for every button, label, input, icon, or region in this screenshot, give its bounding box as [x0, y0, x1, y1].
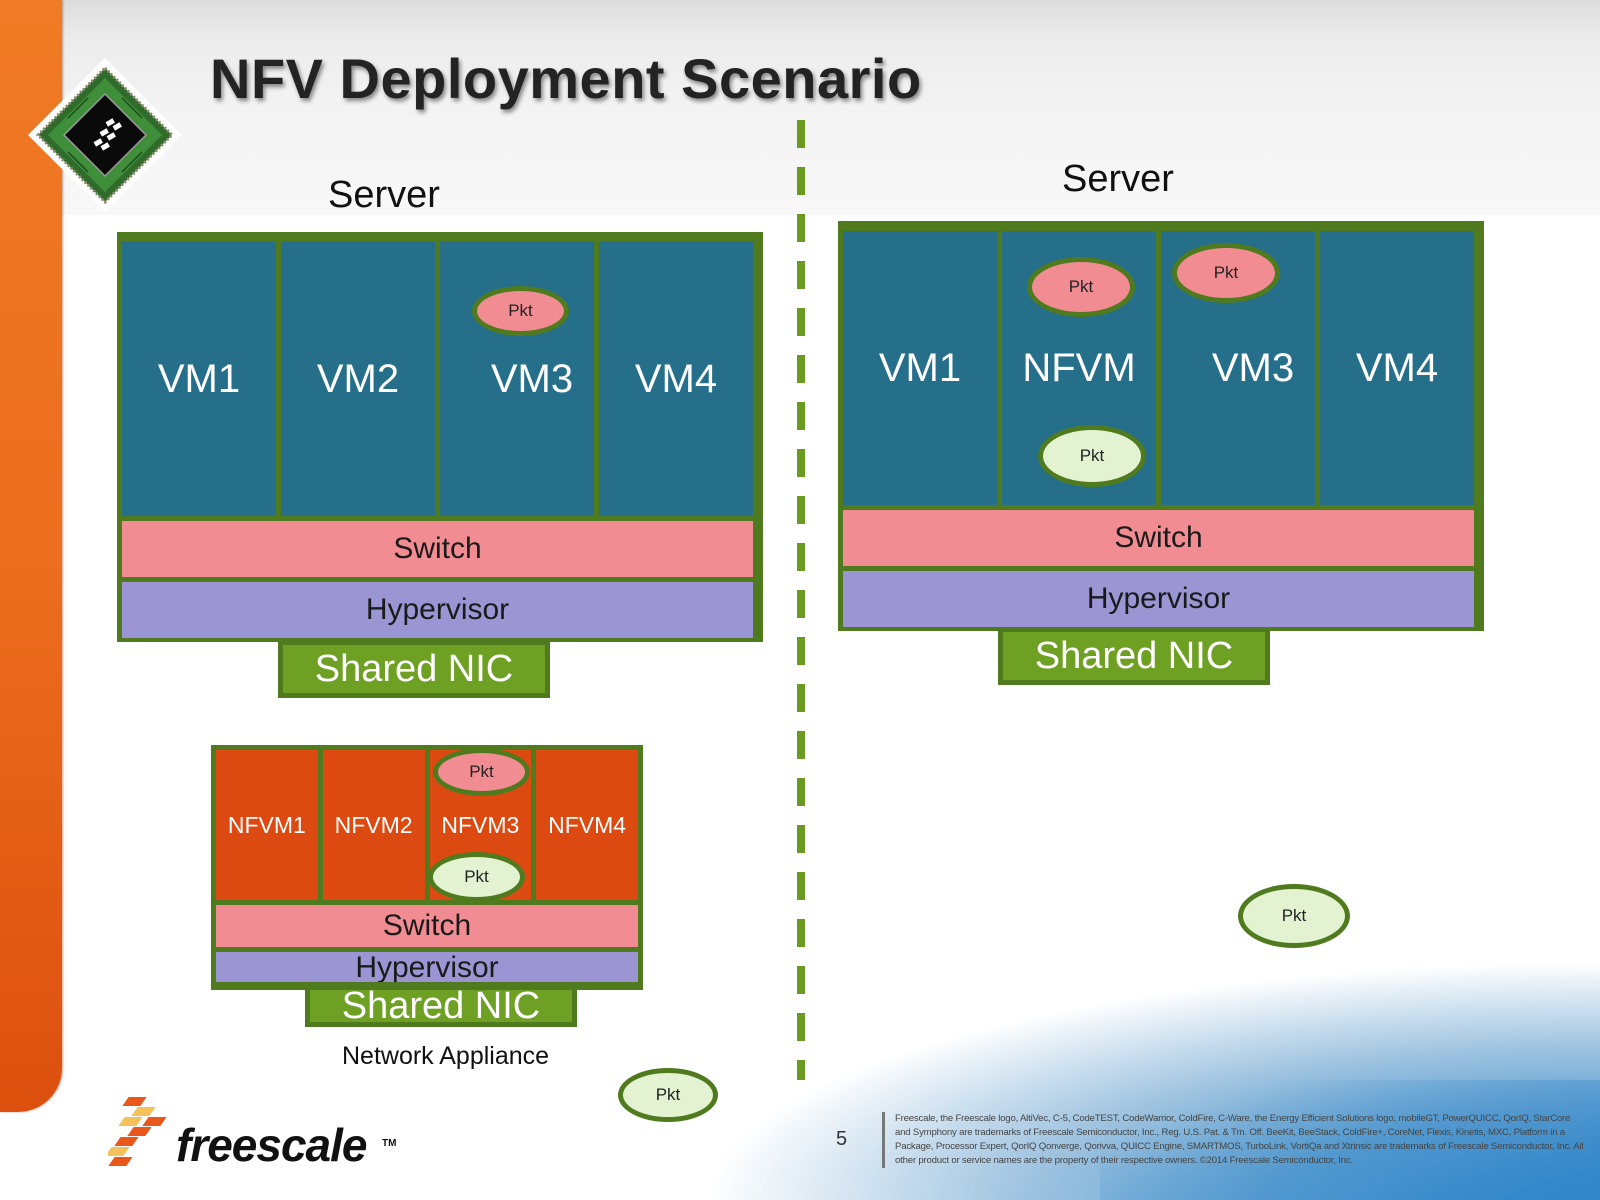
trademark-symbol: TM: [382, 1138, 397, 1149]
slide-title: NFV Deployment Scenario: [210, 47, 922, 110]
left-vm3-packet: Pkt: [472, 286, 569, 336]
vm-label: VM2: [316, 356, 400, 401]
dashed-divider: [797, 120, 805, 1080]
orange-side-bar: [0, 0, 62, 1112]
left-hypervisor: Hypervisor: [122, 582, 753, 638]
freescale-logo-icon: [108, 1097, 167, 1166]
right-server: VM1 NFVM VM3 VM4 Switch Hypervisor: [838, 221, 1484, 631]
page-number: 5: [836, 1128, 848, 1150]
vm-label: VM3: [490, 356, 574, 401]
vm-label: NFVM2: [334, 811, 413, 838]
vm-label: VM1: [878, 345, 962, 390]
left-vm-row: VM1 VM2 VM3 VM4: [122, 242, 753, 516]
freescale-wordmark: freescale: [176, 1119, 367, 1171]
left-vm-3: VM3: [440, 242, 594, 516]
appliance-nfvm3-packet-bottom: Pkt: [428, 852, 525, 902]
right-vm-row: VM1 NFVM VM3 VM4: [843, 231, 1474, 505]
right-outside-packet: Pkt: [1238, 884, 1350, 948]
right-vm3-packet: Pkt: [1172, 243, 1280, 303]
right-vm-4: VM4: [1320, 231, 1474, 505]
appliance-nfvm3-packet-top: Pkt: [433, 748, 530, 796]
header-band: [62, 0, 1600, 215]
left-server-label: Server: [328, 174, 440, 216]
appliance-vm-row: NFVM1 NFVM2 NFVM3 NFVM4: [216, 750, 638, 900]
vm-label: NFVM4: [548, 811, 627, 838]
vm-label: VM3: [1211, 345, 1295, 390]
chip-logo-icon: [28, 58, 182, 212]
left-vm-1: VM1: [122, 242, 276, 516]
network-appliance: NFVM1 NFVM2 NFVM3 NFVM4 Switch Hyperviso…: [211, 745, 643, 990]
right-server-label: Server: [1062, 158, 1174, 200]
appliance-label: Network Appliance: [342, 1042, 550, 1070]
left-server: VM1 VM2 VM3 VM4 Switch Hypervisor: [117, 232, 763, 642]
left-vm-4: VM4: [599, 242, 753, 516]
appliance-hypervisor: Hypervisor: [216, 952, 638, 982]
right-nfvm-packet-bottom: Pkt: [1038, 425, 1146, 487]
right-vm-1: VM1: [843, 231, 997, 505]
vm-label: NFVM1: [227, 811, 306, 838]
vm-label: VM4: [634, 356, 718, 401]
right-hypervisor: Hypervisor: [843, 571, 1474, 627]
vm-label: VM1: [157, 356, 241, 401]
left-switch: Switch: [122, 521, 753, 577]
left-vm-2: VM2: [281, 242, 435, 516]
vm-label: NFVM: [1022, 345, 1136, 390]
right-shared-nic: Shared NIC: [998, 627, 1270, 685]
appliance-outside-packet: Pkt: [618, 1068, 718, 1122]
appliance-nfvm-1: NFVM1: [216, 750, 318, 900]
appliance-nfvm-2: NFVM2: [322, 750, 425, 900]
appliance-switch: Switch: [216, 905, 638, 947]
appliance-shared-nic: Shared NIC: [305, 985, 577, 1027]
vm-label: NFVM3: [441, 811, 520, 838]
right-nfvm-packet-top: Pkt: [1027, 257, 1135, 317]
footer-swoosh-accent: [1100, 1080, 1600, 1200]
vm-label: VM4: [1355, 345, 1439, 390]
left-shared-nic: Shared NIC: [278, 640, 550, 698]
right-switch: Switch: [843, 510, 1474, 566]
legal-notice: Freescale, the Freescale logo, AltiVec, …: [882, 1112, 1585, 1168]
appliance-nfvm-4: NFVM4: [536, 750, 638, 900]
